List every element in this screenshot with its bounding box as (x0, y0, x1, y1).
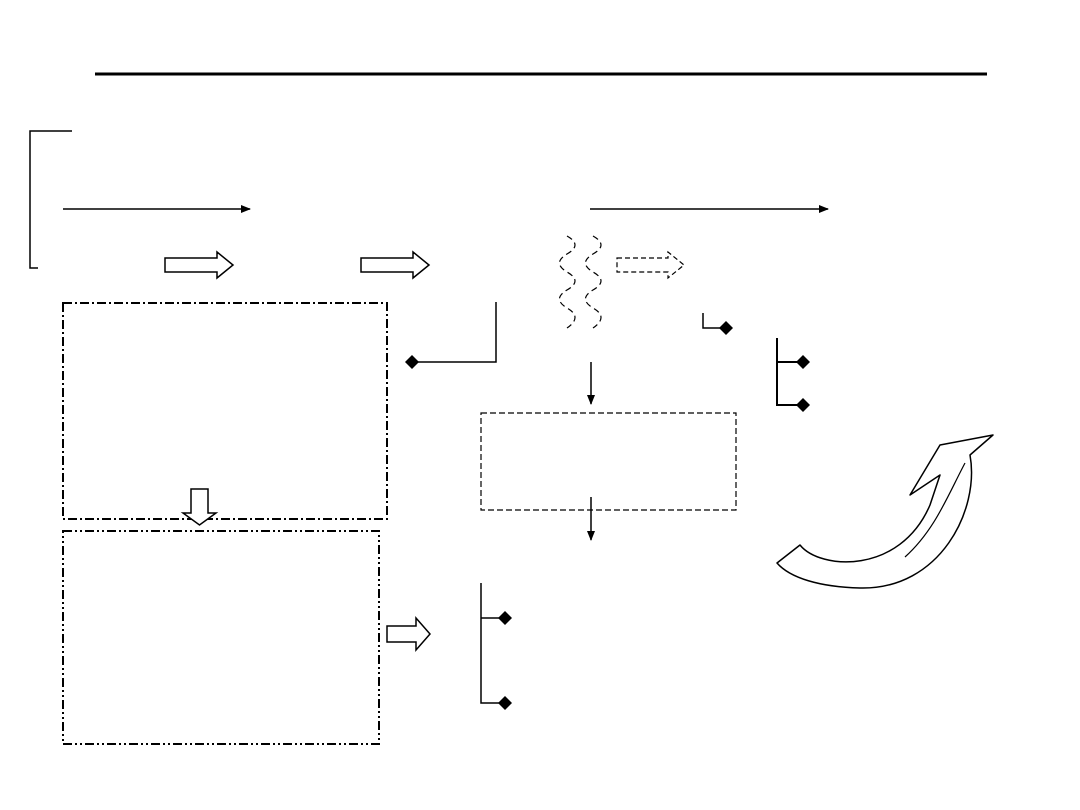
curved-up-arrow (776, 434, 994, 589)
block-arrow-2 (360, 250, 431, 280)
diamond-bullet-icon (498, 696, 512, 710)
wavy-line-right (584, 235, 602, 329)
diamond-bullet-icon (719, 321, 733, 335)
curved-up-arrow-inner-fold (904, 462, 966, 558)
wavy-line-left (558, 235, 576, 329)
dashed-block-arrow (616, 250, 685, 280)
left-bracket (29, 130, 72, 269)
diamond-bullet-icon (498, 611, 512, 625)
small-down-block-arrow (180, 488, 219, 526)
diamond-bullet-icon (796, 398, 810, 412)
bullet-tree-bottom (480, 583, 512, 710)
dash-dot-box-top (62, 302, 388, 520)
dash-dot-box-bottom (62, 530, 380, 745)
bullet-tree-right-stem (776, 338, 803, 406)
bullet-tree-right (702, 313, 810, 412)
bullet-tree-bottom-stem (480, 583, 505, 704)
right-block-arrow (386, 616, 431, 652)
dashed-center-box (480, 412, 737, 511)
connector-to-box (412, 302, 497, 363)
wavy-lines (558, 235, 602, 329)
block-arrow-1 (164, 250, 235, 280)
bullet-tree-right-stem-top (702, 313, 726, 329)
diamond-bullet-icon (405, 355, 419, 369)
diamond-bullet-icon (796, 355, 810, 369)
